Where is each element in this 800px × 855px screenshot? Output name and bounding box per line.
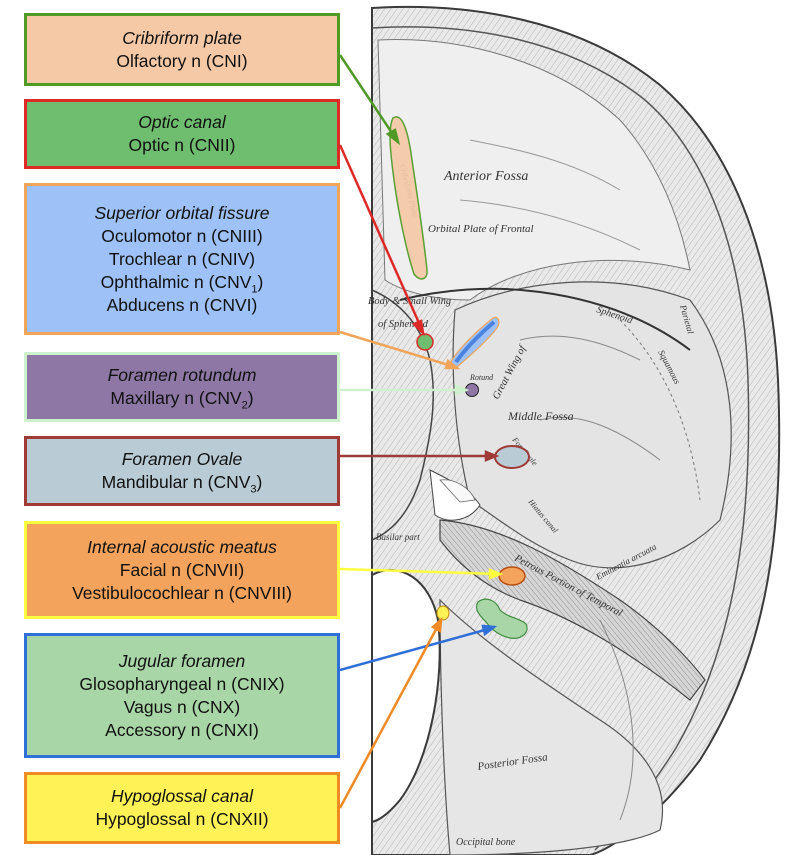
engr-middle-fossa: Middle Fossa (507, 409, 574, 423)
nerve-name: Vestibulocochlear n (CNVIII) (72, 582, 292, 603)
nerve-name: Hypoglossal n (CNXII) (95, 809, 269, 829)
nerve-name: Accessory n (CNXI) (105, 719, 259, 740)
engr-anterior-fossa: Anterior Fossa (443, 169, 528, 184)
nerve-name: Vagus n (CNX) (123, 696, 241, 717)
foramen-title: Superior orbital fissure (94, 202, 270, 223)
nerve-name: Oculomotor n (CNIII) (101, 225, 263, 246)
foramen-title: Hypoglossal canal (110, 786, 254, 806)
nerve-name: Maxillary n (CNV2) (110, 388, 254, 412)
engr-orbital-plate: Orbital Plate of Frontal (428, 223, 534, 235)
nerve-name: Facial n (CNVII) (119, 559, 245, 580)
foramen-title: Foramen Ovale (121, 449, 243, 469)
nerve-name: Trochlear n (CNIV) (108, 248, 256, 269)
foramen-title: Cribriform plate (122, 27, 242, 48)
nerve-name: Abducens n (CNVI) (106, 294, 258, 315)
foramen-title: Internal acoustic meatus (87, 536, 277, 557)
foramen-title: Jugular foramen (118, 650, 246, 671)
engr-of-sphenoid: of Sphenoid (378, 319, 429, 330)
engr-body-small-wing: Body & Small Wing (368, 296, 451, 307)
nerve-name: Mandibular n (CNV3) (101, 472, 263, 496)
engr-occipital-bone: Occipital bone (456, 837, 516, 848)
engr-basilar: Basilar part (376, 532, 420, 542)
nerve-name: Olfactory n (CNI) (116, 50, 248, 71)
nerve-name: Ophthalmic n (CNV1) (100, 271, 264, 295)
engr-rotund: Rotund (469, 373, 494, 382)
nerve-name: Glosopharyngeal n (CNIX) (79, 673, 285, 694)
foramen-title: Optic canal (138, 112, 226, 132)
foramen-title: Foramen rotundum (107, 365, 257, 385)
nerve-name: Optic n (CNII) (128, 135, 236, 155)
